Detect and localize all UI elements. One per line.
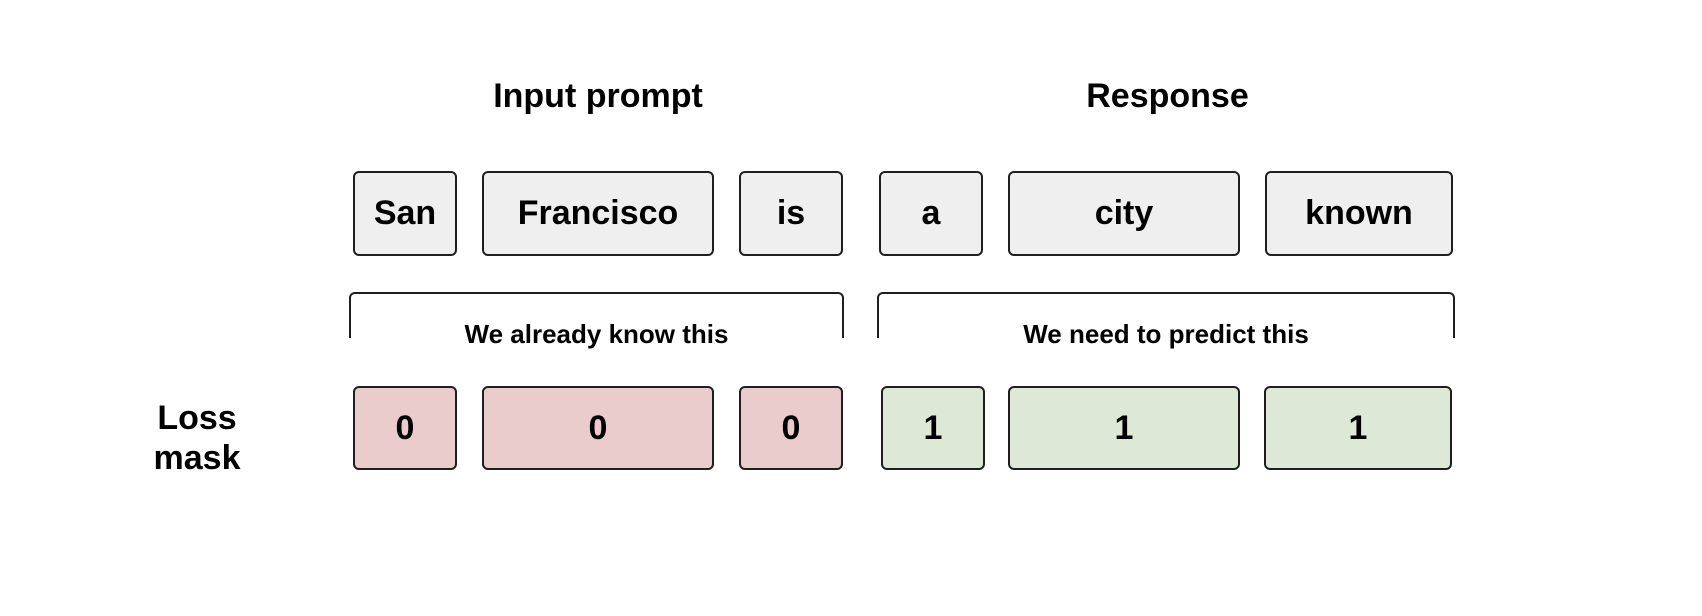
loss-mask-label: Loss mask bbox=[120, 398, 274, 478]
token-box: San bbox=[353, 171, 457, 256]
token-box: known bbox=[1265, 171, 1453, 256]
mask-value-box: 1 bbox=[1264, 386, 1452, 470]
mask-value-box: 1 bbox=[881, 386, 985, 470]
predict-bracket-label: We need to predict this bbox=[1023, 319, 1309, 349]
token-box: city bbox=[1008, 171, 1240, 256]
token-box: Francisco bbox=[482, 171, 714, 256]
mask-value-box: 1 bbox=[1008, 386, 1240, 470]
known-bracket bbox=[349, 292, 844, 338]
mask-value-box: 0 bbox=[482, 386, 714, 470]
loss-mask-label-line2: mask bbox=[153, 439, 241, 477]
predict-bracket bbox=[877, 292, 1455, 338]
known-bracket-label: We already know this bbox=[464, 319, 729, 349]
token-box: a bbox=[879, 171, 983, 256]
loss-mask-label-line1: Loss bbox=[157, 399, 237, 437]
response-heading: Response bbox=[1086, 77, 1249, 115]
mask-value-box: 0 bbox=[353, 386, 457, 470]
token-box: is bbox=[739, 171, 843, 256]
mask-value-box: 0 bbox=[739, 386, 843, 470]
input-prompt-heading: Input prompt bbox=[493, 77, 703, 115]
